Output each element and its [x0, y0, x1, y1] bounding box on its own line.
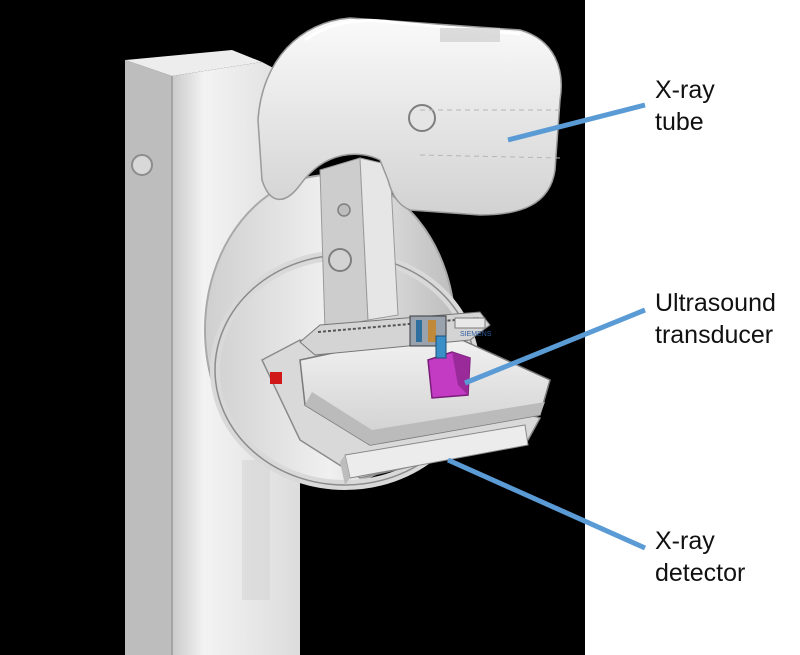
- label-ultrasound-transducer: Ultrasound transducer: [655, 287, 776, 351]
- leader-line-xray-detector: [446, 457, 647, 551]
- label-xray-detector-line1: X-ray: [655, 527, 715, 555]
- label-xray-tube-line1: X-ray: [655, 76, 715, 104]
- label-xray-detector-line2: detector: [655, 559, 746, 587]
- label-xray-tube-line2: tube: [655, 108, 704, 136]
- paddle-brand-text: SIEMENS: [460, 331, 492, 338]
- leader-line-xray-tube: [507, 102, 646, 143]
- xray-tube-head: [257, 17, 562, 216]
- support-arm: [319, 157, 399, 331]
- label-ultrasound-line1: Ultrasound: [655, 289, 776, 317]
- leader-lines: [446, 102, 647, 551]
- leader-line-ultrasound: [464, 307, 646, 386]
- label-ultrasound-line2: transducer: [655, 321, 774, 349]
- label-xray-tube: X-ray tube: [655, 74, 715, 138]
- compression-paddle: [299, 311, 551, 446]
- label-xray-detector: X-ray detector: [655, 525, 745, 589]
- ultrasound-transducer: [427, 335, 471, 399]
